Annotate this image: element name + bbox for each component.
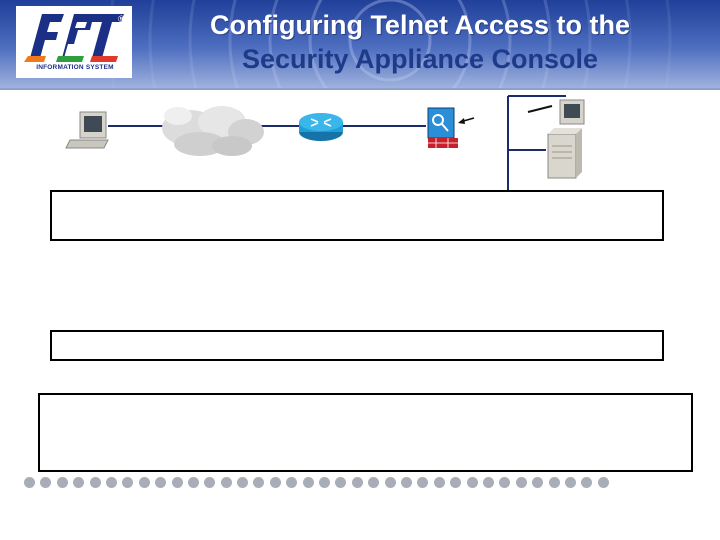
firewall-security-appliance-icon <box>427 107 475 148</box>
slide-title: Configuring Telnet Access to the Securit… <box>140 8 700 76</box>
footer-dot <box>73 477 85 488</box>
footer-dot <box>89 477 101 488</box>
footer-dot <box>204 477 216 488</box>
content-box-3 <box>38 393 693 472</box>
slide-header: INFORMATION SYSTEM ® Configuring Telnet … <box>0 0 720 88</box>
footer-dot <box>450 477 462 488</box>
footer-dot <box>466 477 478 488</box>
logo-caption: INFORMATION SYSTEM <box>36 64 114 71</box>
content-box-2 <box>50 330 664 361</box>
footer-dot <box>417 477 429 488</box>
footer-dot <box>286 477 298 488</box>
footer-dot <box>548 477 560 488</box>
footer-dot <box>532 477 544 488</box>
footer-dot <box>253 477 265 488</box>
footer-dot <box>433 477 445 488</box>
footer-dot <box>597 477 609 488</box>
footer-dot <box>155 477 167 488</box>
footer-dot <box>368 477 380 488</box>
console-cable <box>527 105 553 113</box>
footer-dot <box>564 477 576 488</box>
footer-dot <box>24 477 35 488</box>
footer-dot <box>220 477 232 488</box>
footer-dot <box>105 477 117 488</box>
content-box-1 <box>50 190 664 241</box>
footer-dot <box>384 477 396 488</box>
footer-dot <box>56 477 68 488</box>
header-divider <box>0 88 720 90</box>
footer-dot <box>400 477 412 488</box>
internet-cloud-icon <box>162 106 264 156</box>
slide-title-line-2: Security Appliance Console <box>241 44 599 74</box>
footer-dot <box>482 477 494 488</box>
network-diagram <box>65 95 585 198</box>
slide-title-line-1: Configuring Telnet Access to the <box>209 10 631 40</box>
footer-dot <box>269 477 281 488</box>
fpt-logo-mark-icon <box>24 14 124 62</box>
footer-dot <box>138 477 150 488</box>
footer-dot <box>515 477 527 488</box>
footer-dot <box>187 477 199 488</box>
footer-dot <box>40 477 52 488</box>
footer-dot <box>302 477 314 488</box>
registered-mark: ® <box>118 14 125 24</box>
footer-dot-row <box>24 477 696 493</box>
router-icon <box>299 113 343 141</box>
fpt-logo: INFORMATION SYSTEM <box>16 6 132 78</box>
footer-dot <box>122 477 134 488</box>
footer-dot <box>335 477 347 488</box>
workstation-icon <box>65 111 109 149</box>
header-background-rings <box>108 0 672 88</box>
footer-dot <box>237 477 249 488</box>
server-tower-icon <box>547 99 585 179</box>
footer-dot <box>581 477 593 488</box>
footer-dot <box>351 477 363 488</box>
footer-dot <box>319 477 331 488</box>
footer-dot <box>171 477 183 488</box>
footer-dot <box>499 477 511 488</box>
